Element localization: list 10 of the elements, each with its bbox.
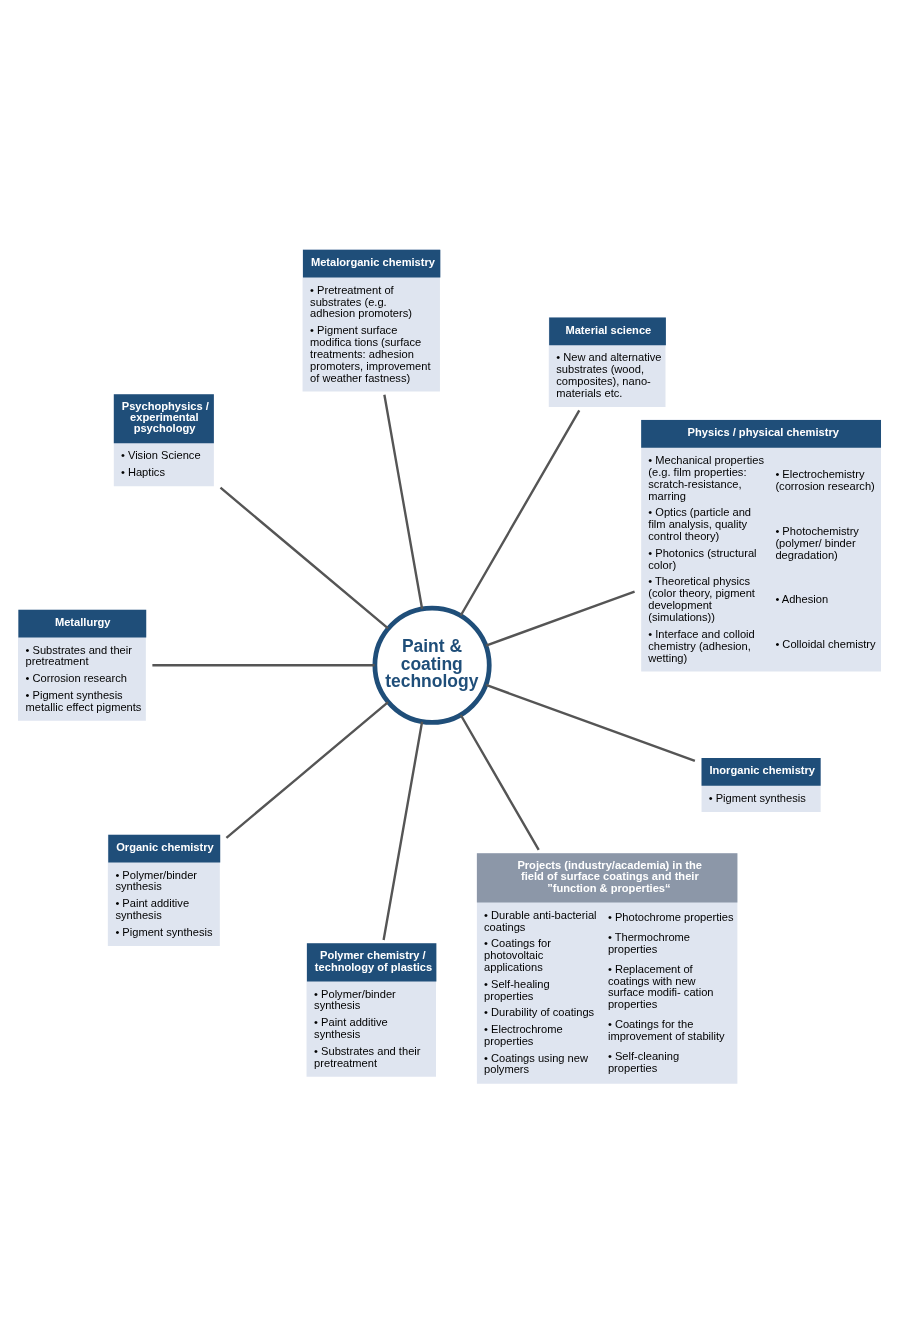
node-circle: Paint & coating technology	[372, 605, 492, 725]
connector	[383, 394, 424, 609]
connector	[485, 590, 635, 647]
connector	[485, 683, 696, 763]
connector	[152, 664, 375, 667]
connector	[219, 486, 389, 630]
connector	[225, 701, 389, 839]
connector	[459, 409, 581, 617]
connector	[382, 721, 424, 941]
connector	[459, 714, 540, 851]
